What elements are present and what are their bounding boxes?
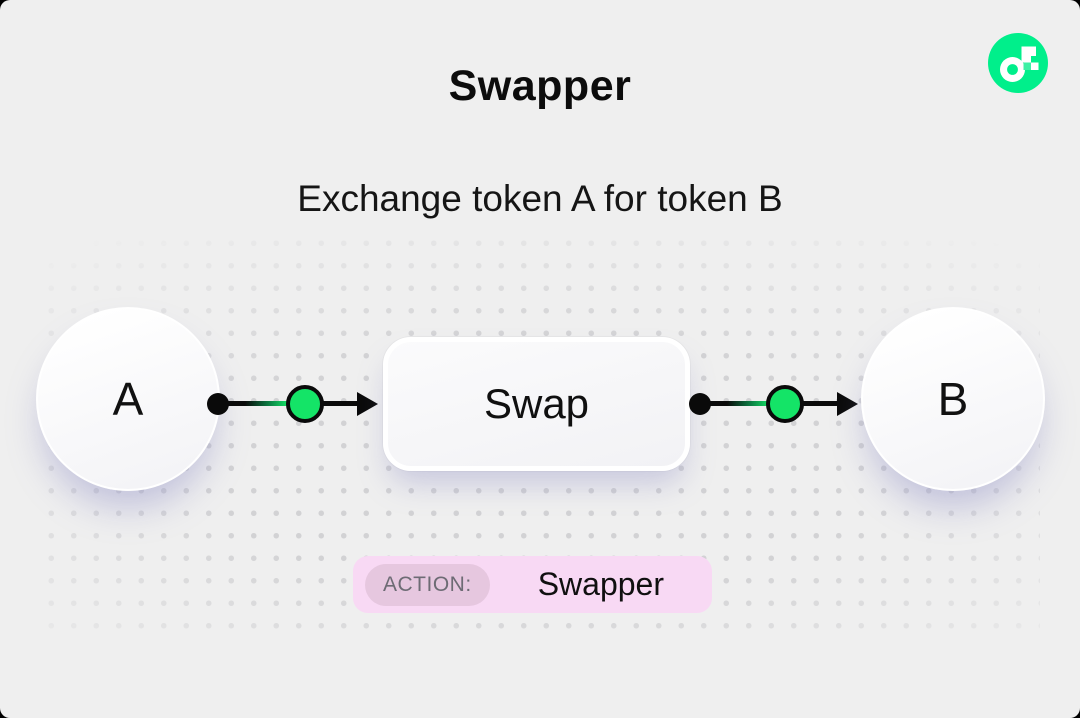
action-label-pill: ACTION: — [365, 563, 490, 606]
action-value: Swapper — [537, 566, 664, 602]
connector2-line2 — [802, 401, 838, 406]
connector1-line — [222, 401, 288, 406]
action-label: ACTION: — [383, 572, 472, 596]
page-title: Swapper — [448, 62, 632, 110]
connector2-line — [704, 401, 770, 406]
connector2-midpoint-circle — [766, 385, 804, 423]
connector1-arrowhead-icon — [357, 392, 378, 416]
connector1-line2 — [322, 401, 358, 406]
swap-label: Swap — [483, 380, 590, 427]
swap-action-node: Swap — [383, 337, 690, 471]
token-a-node: A — [36, 307, 220, 491]
page-subtitle: Exchange token A for token B — [297, 178, 783, 219]
connector2-start-dot — [689, 393, 711, 415]
flow-logo-icon — [988, 33, 1048, 93]
token-b-node: B — [861, 307, 1045, 491]
connector2-arrowhead-icon — [837, 392, 858, 416]
connector1-midpoint-circle — [286, 385, 324, 423]
token-b-label: B — [937, 373, 969, 425]
action-badge: ACTION: Swapper — [353, 556, 712, 613]
token-a-label: A — [112, 373, 144, 425]
connector1-start-dot — [207, 393, 229, 415]
